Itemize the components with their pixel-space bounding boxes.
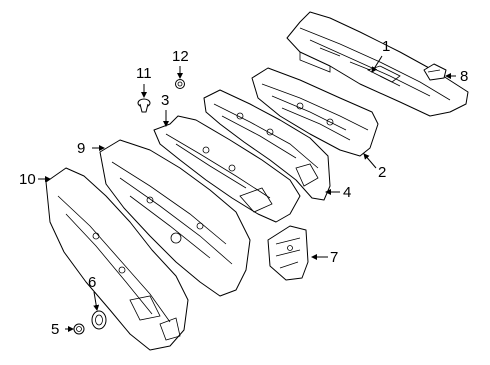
callout-3: 3 bbox=[161, 92, 170, 109]
part-5-plug bbox=[73, 323, 85, 335]
leader-lines bbox=[38, 55, 456, 332]
callout-5: 5 bbox=[51, 321, 60, 338]
callout-1: 1 bbox=[382, 38, 391, 55]
part-6-grommet bbox=[91, 310, 107, 330]
callout-6: 6 bbox=[88, 274, 97, 291]
leader-1 bbox=[371, 55, 383, 73]
callout-2: 2 bbox=[378, 164, 387, 181]
callout-9: 9 bbox=[77, 140, 86, 157]
part-10-lower-panel bbox=[45, 167, 189, 351]
part-9-insulator-lower bbox=[99, 139, 251, 297]
callout-4: 4 bbox=[343, 184, 352, 201]
part-11-push-clip bbox=[137, 98, 151, 113]
callout-8: 8 bbox=[460, 68, 469, 85]
callout-12: 12 bbox=[172, 48, 189, 65]
part-3-dash-center bbox=[153, 115, 301, 223]
callout-11: 11 bbox=[136, 65, 152, 82]
leader-2 bbox=[363, 153, 377, 169]
part-4-dash-panel bbox=[203, 89, 331, 201]
part-12-fastener bbox=[175, 79, 185, 89]
callout-10: 10 bbox=[19, 171, 36, 188]
callout-7: 7 bbox=[330, 249, 339, 266]
leader-6 bbox=[93, 291, 100, 311]
part-2-insulator-upper bbox=[251, 67, 379, 157]
part-7-bracket bbox=[267, 225, 309, 281]
